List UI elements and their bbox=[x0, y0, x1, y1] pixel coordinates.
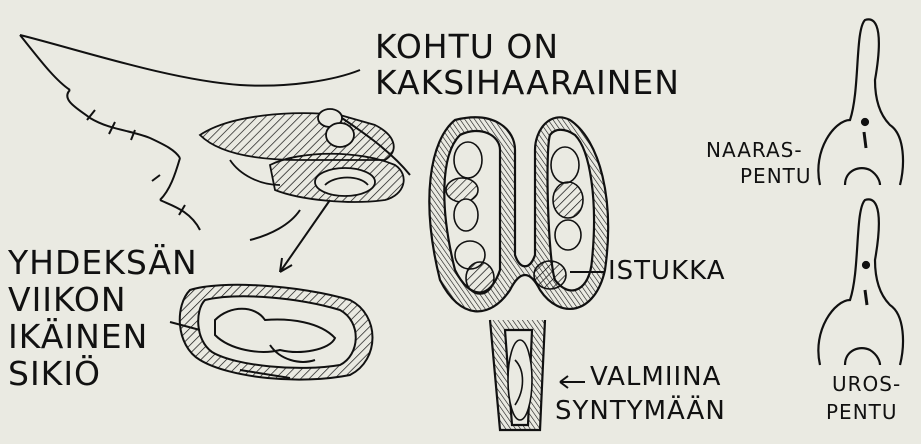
embryo-label-line2: VIIKON bbox=[8, 283, 127, 317]
ready-label-line1: VALMIINA bbox=[590, 364, 721, 391]
male-kitten-label-line1: UROS- bbox=[832, 374, 901, 394]
embryo-label-line3: IKÄINEN bbox=[8, 320, 148, 354]
embryo-arrow bbox=[280, 200, 330, 272]
ready-label-line2: SYNTYMÄÄN bbox=[555, 398, 726, 425]
male-kitten-label-line2: PENTU bbox=[826, 402, 898, 422]
embryo-label-line1: YHDEKSÄN bbox=[8, 246, 198, 280]
embryo-label-line4: SIKIÖ bbox=[8, 357, 101, 391]
male-kitten-drawing bbox=[818, 199, 903, 365]
uterus-title-line2: KAKSIHAARAINEN bbox=[375, 66, 680, 100]
female-kitten-label-line1: NAARAS- bbox=[706, 140, 803, 160]
embryo-sac-drawing bbox=[180, 285, 373, 380]
cat-organs-drawing bbox=[200, 109, 404, 202]
uterus-title-line1: KOHTU ON bbox=[375, 30, 559, 64]
placenta-label: ISTUKKA bbox=[608, 258, 726, 285]
female-kitten-label-line2: PENTU bbox=[740, 166, 812, 186]
female-kitten-drawing bbox=[818, 19, 903, 185]
